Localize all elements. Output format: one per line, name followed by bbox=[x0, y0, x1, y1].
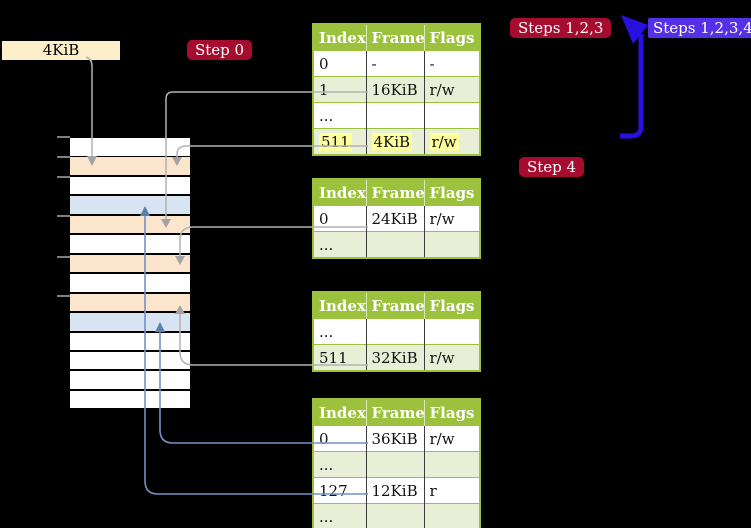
cell-frame: - bbox=[371, 54, 377, 73]
memory-frame-row-3 bbox=[70, 176, 190, 195]
table-row: ... bbox=[313, 231, 480, 258]
col-header-index: Index bbox=[313, 24, 367, 51]
cell-index: 511 bbox=[319, 132, 352, 151]
memory-tick bbox=[57, 215, 70, 217]
col-header-flags: Flags bbox=[424, 179, 480, 206]
cell-index: ... bbox=[319, 235, 334, 254]
memory-frame-row-10 bbox=[70, 313, 190, 331]
cell-index: 0 bbox=[319, 209, 329, 228]
col-header-index: Index bbox=[313, 179, 367, 206]
page-table-bottom: Index Frame Flags 0 36KiB r/w ... 127 12… bbox=[312, 398, 481, 528]
col-header-flags: Flags bbox=[424, 399, 480, 426]
cell-flags: r/w bbox=[429, 348, 455, 367]
table-row: 127 12KiB r bbox=[313, 477, 480, 504]
col-header-flags: Flags bbox=[424, 292, 480, 319]
cell-index: 0 bbox=[319, 54, 329, 73]
table-row-highlighted: 511 4KiB r/w bbox=[313, 128, 480, 155]
memory-frame-row-7 bbox=[70, 254, 190, 273]
memory-frame-row-8 bbox=[70, 274, 190, 292]
table-row: 0 24KiB r/w bbox=[313, 205, 480, 232]
step4-badge: Step 4 bbox=[519, 157, 585, 177]
cell-flags: r/w bbox=[429, 132, 459, 151]
memory-frame-row-12 bbox=[70, 351, 190, 370]
table-header-row: Index Frame Flags bbox=[313, 24, 480, 51]
memory-frame-row-11 bbox=[70, 332, 190, 351]
page-table-top: Index Frame Flags 0 - - 1 16KiB r/w ... … bbox=[312, 23, 481, 156]
memory-frame-row-13 bbox=[70, 371, 190, 389]
big-blue-arrowhead bbox=[621, 15, 648, 44]
cell-index: ... bbox=[319, 507, 334, 526]
memory-tick bbox=[57, 136, 70, 138]
cell-frame: 36KiB bbox=[371, 429, 418, 448]
cell-flags: r/w bbox=[429, 80, 455, 99]
page-table-second: Index Frame Flags 0 24KiB r/w ... bbox=[312, 178, 481, 259]
table-row: ... bbox=[313, 102, 480, 129]
memory-frame-row-6 bbox=[70, 235, 190, 253]
cell-frame: 24KiB bbox=[371, 209, 418, 228]
memory-tick bbox=[57, 156, 70, 158]
table-row: ... bbox=[313, 318, 480, 345]
col-header-index: Index bbox=[313, 292, 367, 319]
steps-123-badge: Steps 1,2,3 bbox=[510, 18, 612, 38]
table-row: ... bbox=[313, 451, 480, 478]
memory-frame-row-2 bbox=[70, 157, 190, 175]
table-row: 511 32KiB r/w bbox=[313, 344, 480, 371]
table-row: 0 36KiB r/w bbox=[313, 425, 480, 452]
memory-tick bbox=[57, 256, 70, 258]
memory-frame-row-9 bbox=[70, 293, 190, 312]
cell-flags: - bbox=[429, 54, 435, 73]
memory-frame-row-5 bbox=[70, 215, 190, 234]
cell-frame: 16KiB bbox=[371, 80, 418, 99]
table-row: 1 16KiB r/w bbox=[313, 76, 480, 103]
cell-index: ... bbox=[319, 455, 334, 474]
steps-1234-badge: Steps 1,2,3,4 bbox=[648, 18, 751, 38]
cell-index: ... bbox=[319, 322, 334, 341]
page-table-third: Index Frame Flags ... 511 32KiB r/w bbox=[312, 291, 481, 372]
table-header-row: Index Frame Flags bbox=[313, 399, 480, 426]
memory-frame-row-14 bbox=[70, 390, 190, 409]
table-row: ... bbox=[313, 503, 480, 528]
cell-index: 1 bbox=[319, 80, 329, 99]
table-header-row: Index Frame Flags bbox=[313, 292, 480, 319]
page-size-label: 4KiB bbox=[2, 41, 120, 60]
table-row: 0 - - bbox=[313, 50, 480, 77]
table-header-row: Index Frame Flags bbox=[313, 179, 480, 206]
col-header-index: Index bbox=[313, 399, 367, 426]
physical-memory-column bbox=[70, 138, 190, 410]
memory-frame-row-4 bbox=[70, 196, 190, 214]
step0-badge: Step 0 bbox=[187, 40, 253, 60]
memory-tick bbox=[57, 176, 70, 178]
col-header-flags: Flags bbox=[424, 24, 480, 51]
cell-index: 0 bbox=[319, 429, 329, 448]
cell-flags: r bbox=[429, 481, 437, 500]
cell-flags: r/w bbox=[429, 429, 455, 448]
cell-index: 511 bbox=[319, 348, 348, 367]
col-header-frame: Frame bbox=[366, 399, 425, 426]
big-blue-arrow bbox=[620, 34, 644, 139]
cell-flags: r/w bbox=[429, 209, 455, 228]
cell-index: ... bbox=[319, 106, 334, 125]
memory-frame-row-1 bbox=[70, 138, 190, 156]
cell-frame: 4KiB bbox=[371, 132, 413, 151]
cell-frame: 32KiB bbox=[371, 348, 418, 367]
col-header-frame: Frame bbox=[366, 24, 425, 51]
cell-index: 127 bbox=[319, 481, 348, 500]
memory-tick bbox=[57, 295, 70, 297]
cell-frame: 12KiB bbox=[371, 481, 418, 500]
col-header-frame: Frame bbox=[366, 292, 425, 319]
col-header-frame: Frame bbox=[366, 179, 425, 206]
